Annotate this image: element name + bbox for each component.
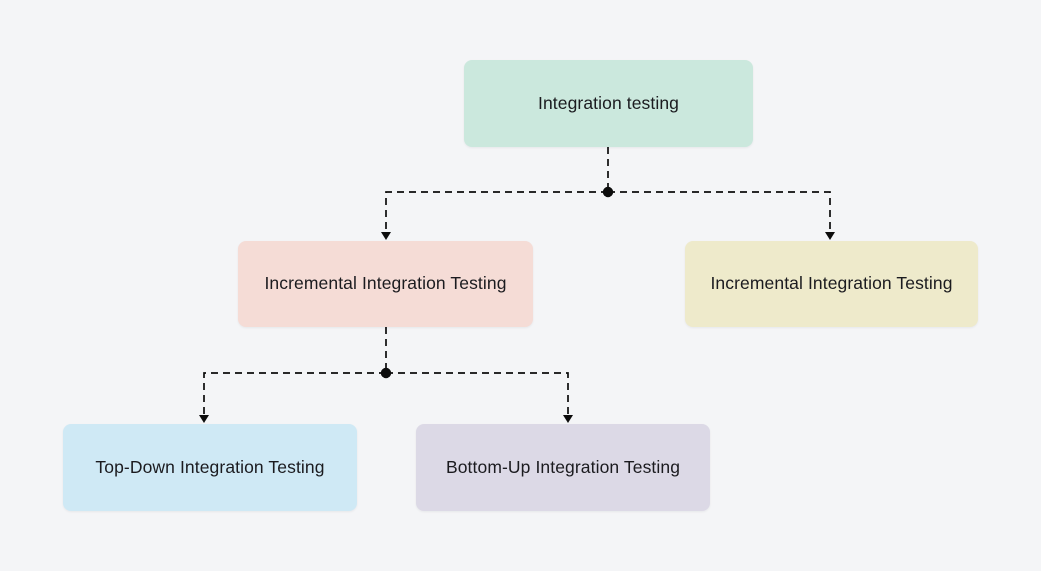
edge-junction-middle-to-bottom-up [386, 372, 569, 415]
edge-junction-middle-to-top-down [203, 372, 386, 415]
arrowhead-incremental-left [381, 232, 391, 240]
node-bottom-up-integration-testing[interactable]: Bottom-Up Integration Testing [416, 424, 710, 511]
node-incremental-integration-testing-left[interactable]: Incremental Integration Testing [238, 241, 533, 327]
node-incremental-integration-testing-right[interactable]: Incremental Integration Testing [685, 241, 978, 327]
node-label: Integration testing [537, 92, 680, 113]
junction-top-dot [602, 186, 614, 198]
junction-middle-dot [380, 367, 392, 379]
arrowhead-top-down [199, 415, 209, 423]
node-label: Top-Down Integration Testing [95, 456, 325, 477]
arrowhead-bottom-up [563, 415, 573, 423]
node-label: Bottom-Up Integration Testing [445, 456, 681, 477]
node-label: Incremental Integration Testing [710, 273, 953, 294]
node-label: Incremental Integration Testing [264, 273, 507, 294]
edge-junction-top-to-incremental-right [608, 191, 831, 232]
arrowhead-incremental-right [825, 232, 835, 240]
edge-junction-top-to-incremental-left [385, 191, 608, 232]
node-integration-testing[interactable]: Integration testing [464, 60, 753, 147]
node-top-down-integration-testing[interactable]: Top-Down Integration Testing [63, 424, 357, 511]
